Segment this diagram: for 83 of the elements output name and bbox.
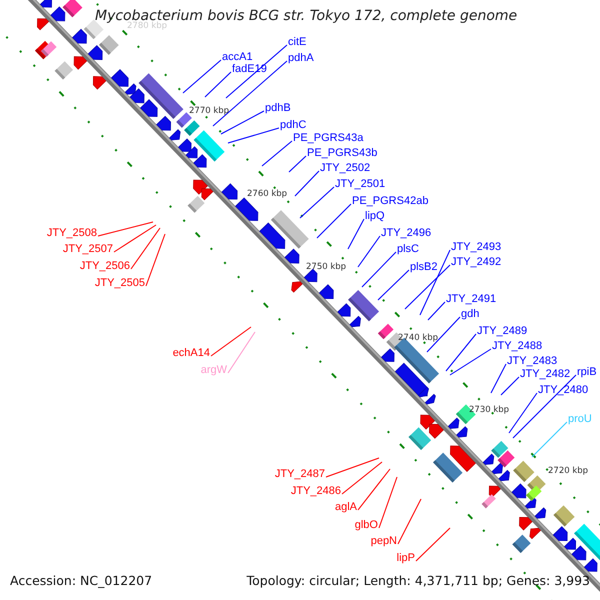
leader-line bbox=[358, 468, 390, 510]
leader-line bbox=[212, 60, 288, 126]
leader-line bbox=[98, 222, 154, 236]
leader-line bbox=[220, 110, 264, 134]
leader-line bbox=[450, 348, 492, 376]
gene-label: rpiB bbox=[577, 366, 597, 378]
leader-line bbox=[146, 234, 166, 286]
gene-label: JTY_2505 bbox=[94, 277, 145, 289]
leader-line bbox=[508, 392, 538, 434]
gene-label: JTY_2488 bbox=[492, 340, 542, 352]
title: Mycobacterium bovis BCG str. Tokyo 172, complete genome bbox=[95, 9, 518, 23]
gene-label: JTY_2482 bbox=[520, 368, 570, 380]
gene-label: PE_PGRS43b bbox=[307, 147, 378, 159]
leader-line bbox=[446, 334, 476, 372]
leader-line bbox=[228, 128, 280, 144]
gene-label: echA14 bbox=[172, 347, 210, 359]
leader-line bbox=[262, 140, 292, 166]
position-label: 2760 kbp bbox=[247, 190, 288, 198]
leader-line bbox=[532, 422, 568, 458]
position-label: 2720 kbp bbox=[548, 467, 588, 476]
position-label: 2750 kbp bbox=[306, 263, 346, 272]
gene-label: JTY_2502 bbox=[320, 162, 370, 174]
leader-line bbox=[420, 250, 450, 316]
gene-label: citE bbox=[288, 36, 306, 48]
leader-line bbox=[182, 60, 222, 94]
gene-label: JTY_2508 bbox=[46, 227, 97, 239]
leader-line bbox=[316, 204, 352, 238]
leader-line bbox=[326, 458, 380, 478]
gene-label: argW bbox=[200, 364, 227, 376]
gene-label: pdhC bbox=[280, 119, 306, 131]
gene-label: JTY_2501 bbox=[335, 178, 386, 190]
gene-label: proU bbox=[568, 413, 592, 425]
gene-label: JTY_2489 bbox=[477, 325, 528, 337]
gene-label: lipQ bbox=[365, 210, 385, 222]
gene-label: JTY_2483 bbox=[507, 355, 558, 367]
gene-label: pepN bbox=[370, 535, 397, 547]
gene-label: plsC bbox=[397, 243, 420, 255]
gene-label: pdhA bbox=[288, 52, 314, 64]
position-label: 2730 kbp bbox=[469, 406, 510, 414]
leader-line bbox=[416, 528, 450, 562]
leader-line bbox=[362, 252, 396, 288]
leader-line bbox=[348, 218, 364, 250]
gene-label: JTY_2492 bbox=[451, 256, 502, 268]
gene-label: accA1 bbox=[222, 51, 253, 63]
gene-label: JTY_2493 bbox=[451, 241, 502, 253]
gene-label: JTY_2487 bbox=[274, 468, 325, 480]
leader-line bbox=[210, 326, 252, 356]
gene-label: PE_PGRS43a bbox=[293, 132, 364, 144]
gene-label: JTY_2507 bbox=[62, 243, 113, 255]
leader-line bbox=[500, 376, 520, 396]
leader-line bbox=[114, 224, 156, 252]
leader-line bbox=[130, 228, 160, 270]
gene-label: JTY_2486 bbox=[290, 485, 341, 497]
gene-label: PE_PGRS42ab bbox=[352, 195, 428, 207]
gene-label: gdh bbox=[461, 308, 480, 320]
leader-line bbox=[428, 302, 446, 320]
footer-text: Topology: circular; Length: 4,371,711 bp; Genes: 3,993 bbox=[246, 575, 590, 588]
footer-text: Accession: NC_012207 bbox=[10, 575, 152, 588]
position-label: 2740 kbp bbox=[398, 334, 438, 342]
leader-line bbox=[398, 498, 422, 544]
leader-line bbox=[228, 332, 256, 374]
gene-label: aglA bbox=[334, 501, 357, 513]
leader-line bbox=[226, 44, 288, 98]
gene-label: JTY_2491 bbox=[446, 293, 496, 305]
gene-label: JTY_2506 bbox=[80, 260, 130, 272]
leader-line bbox=[358, 236, 380, 268]
leader-line bbox=[404, 264, 450, 310]
gene-label: lipP bbox=[396, 552, 415, 564]
leader-line bbox=[294, 170, 320, 196]
leader-line bbox=[490, 364, 506, 394]
leader-line bbox=[378, 270, 410, 300]
leader-line bbox=[426, 316, 460, 352]
gene-label: plsB2 bbox=[410, 261, 438, 273]
leader-line bbox=[204, 72, 232, 98]
leader-line bbox=[300, 186, 334, 218]
leader-line bbox=[288, 156, 306, 172]
leader-line bbox=[378, 476, 398, 528]
gene-label: glbO bbox=[354, 519, 378, 531]
position-label: 2770 kbp bbox=[189, 107, 230, 116]
gene-label: JTY_2496 bbox=[381, 227, 432, 239]
leader-line bbox=[512, 374, 576, 438]
leader-line bbox=[342, 462, 382, 494]
gene-label: pdhB bbox=[265, 102, 291, 114]
